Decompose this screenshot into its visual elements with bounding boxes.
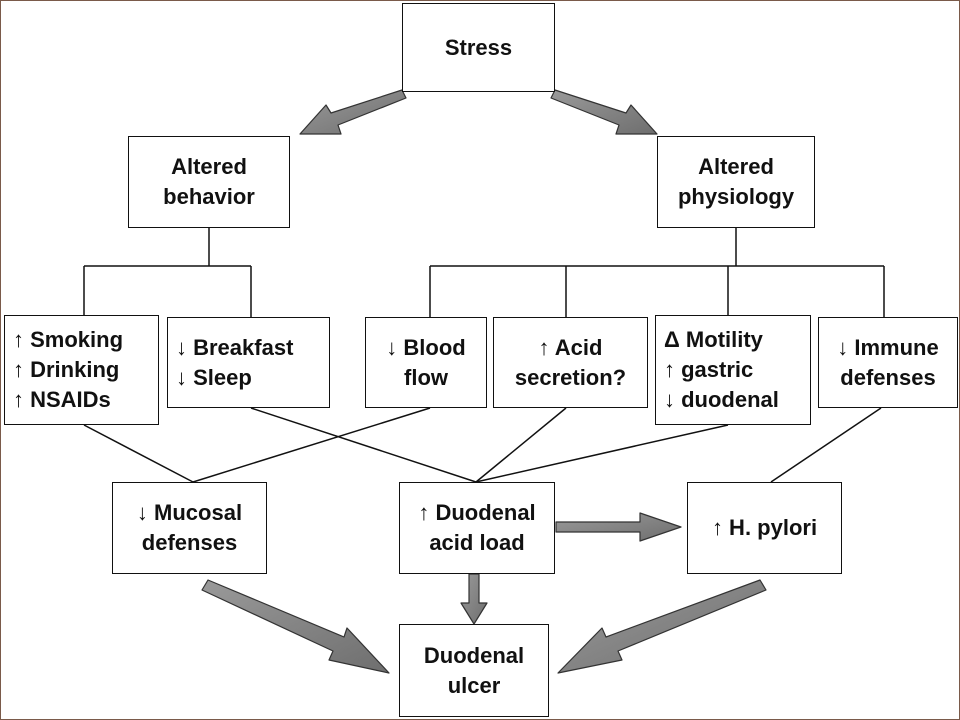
link-line <box>770 407 882 483</box>
mucosal-line-1: ↓ Mucosal <box>136 500 243 526</box>
altered-physiology-node: Altered physiology <box>657 136 815 228</box>
altered-behavior-line-2: behavior <box>163 184 255 209</box>
blood-flow-line-1: ↓ Blood <box>386 334 466 360</box>
gastric-label: ↑ gastric <box>664 357 754 383</box>
link-line <box>83 424 194 483</box>
arrow-stress-behavior <box>299 89 407 135</box>
altered-physiology-line-1: Altered <box>698 154 774 180</box>
immune-defenses-node: ↓ Immune defenses <box>818 317 958 408</box>
duodenal-label: ↓ duodenal <box>664 386 779 412</box>
breakfast-label: ↓ Breakfast <box>176 334 294 360</box>
duodenal-acid-line-2: acid load <box>429 530 525 555</box>
arrow-acid-ulcer <box>460 573 488 625</box>
acid-secretion-node: ↑ Acid secretion? <box>493 317 648 408</box>
immune-line-2: defenses <box>840 364 936 390</box>
blood-flow-node: ↓ Blood flow <box>365 317 487 408</box>
h-pylori-node: ↑ H. pylori <box>687 482 842 574</box>
acid-secretion-line-1: ↑ Acid <box>538 334 603 360</box>
drinking-label: ↑ Drinking <box>13 357 120 383</box>
motility-node: Δ Motility ↑ gastric ↓ duodenal <box>655 315 811 425</box>
h-pylori-label: ↑ H. pylori <box>711 515 818 541</box>
ulcer-line-2: ulcer <box>447 672 501 698</box>
blood-flow-line-2: flow <box>404 364 448 390</box>
acid-secretion-line-2: secretion? <box>514 364 627 390</box>
duodenal-acid-load-node: ↑ Duodenal acid load <box>399 482 555 574</box>
sleep-label: ↓ Sleep <box>176 364 252 390</box>
duodenal-ulcer-node: Duodenal ulcer <box>399 624 549 717</box>
motility-label: Δ Motility <box>664 327 763 353</box>
arrow-mucosal-ulcer <box>201 579 390 674</box>
breakfast-sleep-node: ↓ Breakfast ↓ Sleep <box>167 317 330 408</box>
altered-behavior-node: Altered behavior <box>128 136 290 228</box>
altered-behavior-line-1: Altered <box>171 154 247 180</box>
ulcer-line-1: Duodenal <box>423 642 525 668</box>
immune-line-1: ↓ Immune <box>837 334 939 360</box>
arrow-stress-physiology <box>550 89 658 135</box>
nsaids-label: ↑ NSAIDs <box>13 386 111 412</box>
arrow-acid-hpylori <box>555 512 682 542</box>
stress-node: Stress <box>402 3 555 92</box>
stress-label: Stress <box>444 34 513 60</box>
mucosal-line-2: defenses <box>141 530 238 555</box>
smoking-label: ↑ Smoking <box>13 327 124 353</box>
arrow-hpylori-ulcer <box>557 579 767 674</box>
habits-node: ↑ Smoking ↑ Drinking ↑ NSAIDs <box>4 315 159 425</box>
link-line <box>475 424 729 483</box>
link-line <box>475 407 567 483</box>
link-line <box>250 407 477 483</box>
duodenal-acid-line-1: ↑ Duodenal <box>418 500 536 526</box>
altered-physiology-line-2: physiology <box>677 184 795 209</box>
mucosal-defenses-node: ↓ Mucosal defenses <box>112 482 267 574</box>
link-line <box>192 407 431 483</box>
